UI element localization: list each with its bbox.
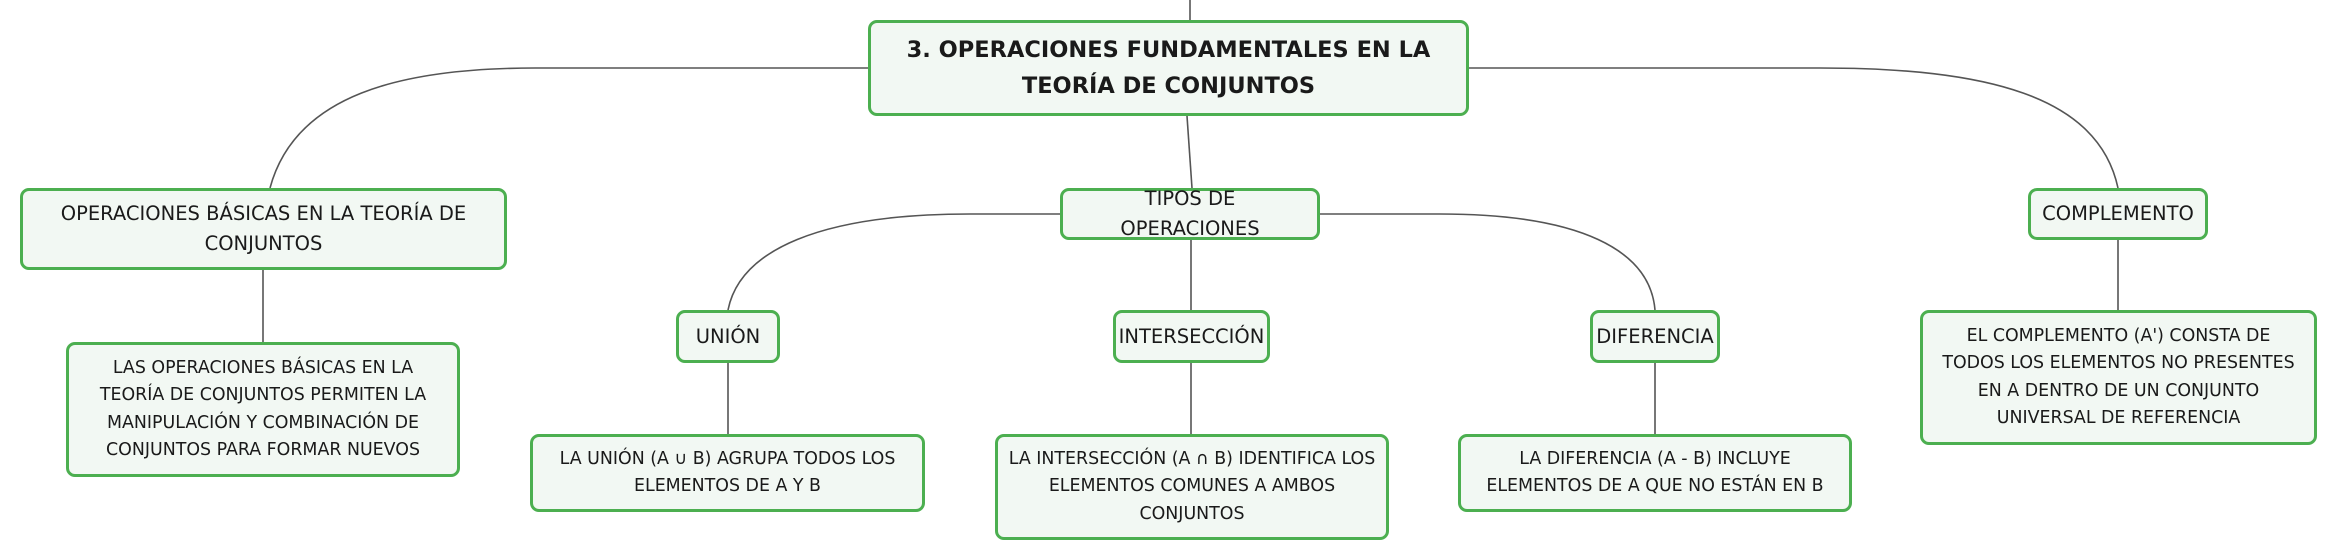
topic-union-label: UNIÓN: [695, 324, 761, 348]
topic-complemento-label: COMPLEMENTO: [2042, 202, 2194, 225]
connector-root-basicas: [269, 67, 868, 189]
root-topic[interactable]: 3. OPERACIONES FUNDAMENTALES EN LA TEORÍ…: [868, 20, 1469, 116]
detail-interseccion-text: LA INTERSECCIÓN (A ∩ B) IDENTIFICA LOS E…: [1008, 448, 1376, 524]
topic-operaciones-basicas-label: OPERACIONES BÁSICAS EN LA TEORÍA DE CONJ…: [60, 202, 467, 255]
topic-operaciones-basicas[interactable]: OPERACIONES BÁSICAS EN LA TEORÍA DE CONJ…: [20, 188, 507, 270]
topic-diferencia-label: DIFERENCIA: [1596, 324, 1714, 348]
topic-interseccion[interactable]: INTERSECCIÓN: [1113, 310, 1270, 363]
topic-tipos-de-operaciones[interactable]: TIPOS DE OPERACIONES: [1060, 187, 1320, 240]
topic-complemento[interactable]: COMPLEMENTO: [2028, 188, 2208, 240]
detail-diferencia[interactable]: LA DIFERENCIA (A - B) INCLUYE ELEMENTOS …: [1458, 434, 1852, 512]
detail-complemento[interactable]: EL COMPLEMENTO (A') CONSTA DE TODOS LOS …: [1920, 310, 2317, 445]
connector-tipos-diferencia: [1320, 213, 1656, 311]
detail-operaciones-basicas-text: LAS OPERACIONES BÁSICAS EN LA TEORÍA DE …: [99, 357, 427, 461]
detail-diferencia-text: LA DIFERENCIA (A - B) INCLUYE ELEMENTOS …: [1486, 448, 1824, 497]
detail-union-text: LA UNIÓN (A ∪ B) AGRUPA TODOS LOS ELEMEN…: [559, 448, 896, 497]
topic-union[interactable]: UNIÓN: [676, 310, 780, 363]
root-topic-title: 3. OPERACIONES FUNDAMENTALES EN LA TEORÍ…: [906, 37, 1431, 99]
detail-operaciones-basicas[interactable]: LAS OPERACIONES BÁSICAS EN LA TEORÍA DE …: [66, 342, 460, 477]
topic-tipos-de-operaciones-label: TIPOS DE OPERACIONES: [1120, 187, 1260, 240]
connector-tipos-union: [727, 213, 1060, 311]
detail-complemento-text: EL COMPLEMENTO (A') CONSTA DE TODOS LOS …: [1942, 325, 2295, 429]
topic-interseccion-label: INTERSECCIÓN: [1118, 324, 1265, 348]
connector-root-tipos: [1186, 115, 1193, 189]
detail-union[interactable]: LA UNIÓN (A ∪ B) AGRUPA TODOS LOS ELEMEN…: [530, 434, 925, 512]
connector-root-complemento: [1469, 67, 2119, 189]
topic-diferencia[interactable]: DIFERENCIA: [1590, 310, 1720, 363]
detail-interseccion[interactable]: LA INTERSECCIÓN (A ∩ B) IDENTIFICA LOS E…: [995, 434, 1389, 540]
